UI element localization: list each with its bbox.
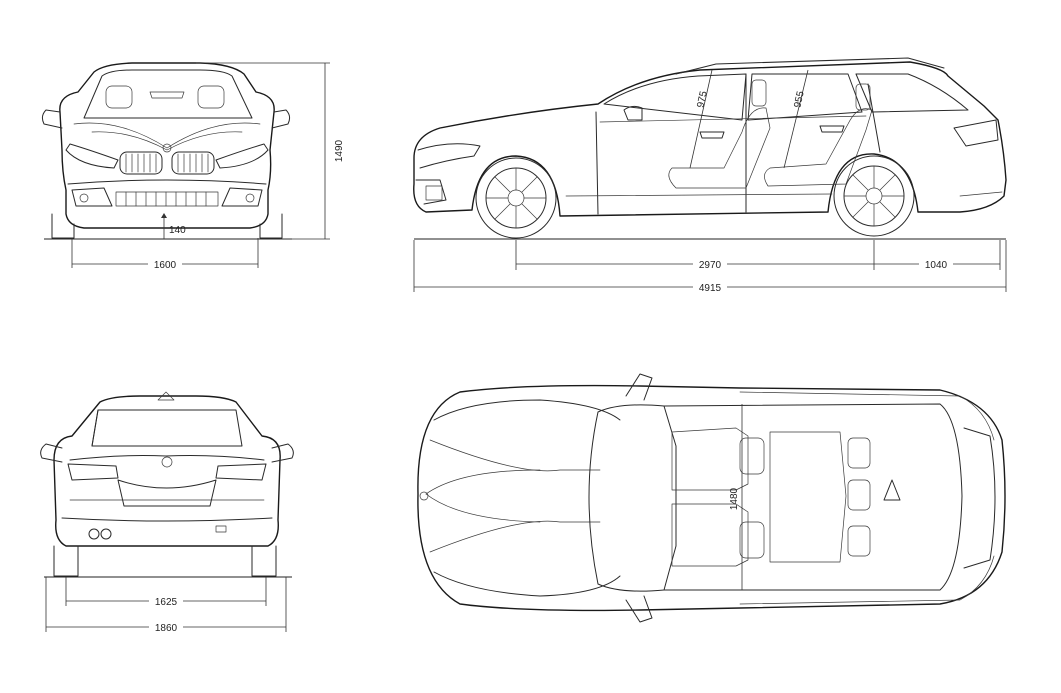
- rear-overhang-label: 1040: [925, 260, 948, 271]
- rear-track-label: 1625: [155, 597, 178, 608]
- width-dimension: 1860: [45, 577, 287, 634]
- height-dimension: 1490: [196, 62, 345, 240]
- height-label: 1490: [334, 139, 345, 162]
- wheelbase-dimension: 2970: [515, 240, 875, 271]
- interior-width-dimension: 1480: [729, 404, 743, 590]
- length-dimension: 4915: [413, 240, 1007, 294]
- top-view: [417, 373, 1006, 623]
- ground-clearance-label: 140: [169, 225, 186, 236]
- interior-width-label: 1480: [729, 487, 740, 510]
- headroom-rear-dimension: 955: [783, 69, 809, 169]
- rear-view: [40, 391, 294, 578]
- front-track-dimension: 1600: [71, 238, 259, 271]
- rear-overhang-dimension: 1040: [874, 240, 1001, 271]
- front-track-label: 1600: [154, 260, 177, 271]
- rear-track-dimension: 1625: [65, 577, 267, 608]
- side-view: [413, 57, 1007, 240]
- width-label: 1860: [155, 623, 178, 634]
- wheelbase-label: 2970: [699, 260, 722, 271]
- ground-clearance-dimension: 140: [161, 213, 186, 239]
- front-view: [41, 62, 292, 240]
- headroom-rear-label: 955: [792, 90, 806, 109]
- headroom-front-dimension: 975: [689, 69, 713, 169]
- headroom-front-label: 975: [695, 90, 709, 109]
- length-label: 4915: [699, 283, 722, 294]
